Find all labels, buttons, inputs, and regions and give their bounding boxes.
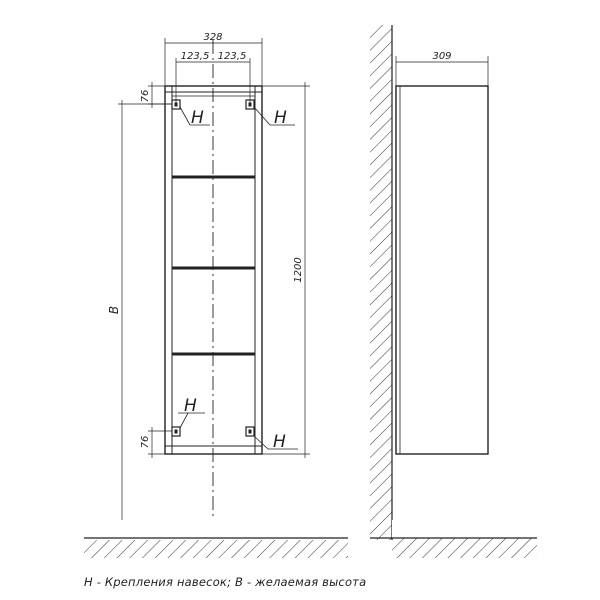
dimension-depth: 309 [395,51,489,86]
floor-front [84,520,348,558]
top-panel [164,85,263,93]
wall [370,25,393,540]
dimension-width-value: 328 [203,32,222,43]
dimension-half-right: 123,5 [218,51,247,62]
dimension-bottom-offset-value: 76 [140,436,151,449]
fastener-label-bottom-left: Н [184,396,197,416]
fastener-bottom-left [171,426,181,437]
legend: Н - Крепления навесок; В - желаемая высо… [84,575,367,589]
dimension-height: 1200 [262,82,310,458]
dimension-mount-height: В [107,100,172,538]
bottom-panel [164,445,263,455]
fastener-label-top-left: Н [191,108,204,128]
mount-height-symbol: В [107,306,121,314]
fastener-label-top-right: Н [274,108,287,128]
dimension-depth-value: 309 [432,51,451,62]
dimension-height-value: 1200 [293,257,304,282]
fastener-leaders: Н Н Н Н [178,106,298,452]
floor-side [370,520,537,558]
shelves [172,175,255,356]
side-view: 309 [370,25,537,558]
front-view: 328 123,5 123,5 76 76 [84,32,348,558]
cabinet-outline [164,85,263,455]
dimension-width: 328 [164,32,263,86]
cabinet-side [395,85,489,455]
dimension-halves: 123,5 123,5 [175,51,251,104]
fastener-bottom-right [245,426,255,437]
fastener-label-bottom-right: Н [273,432,286,452]
dimension-half-left: 123,5 [181,51,210,62]
dimension-top-offset-value: 76 [140,90,151,103]
dimension-bottom-offset: 76 [140,427,172,458]
